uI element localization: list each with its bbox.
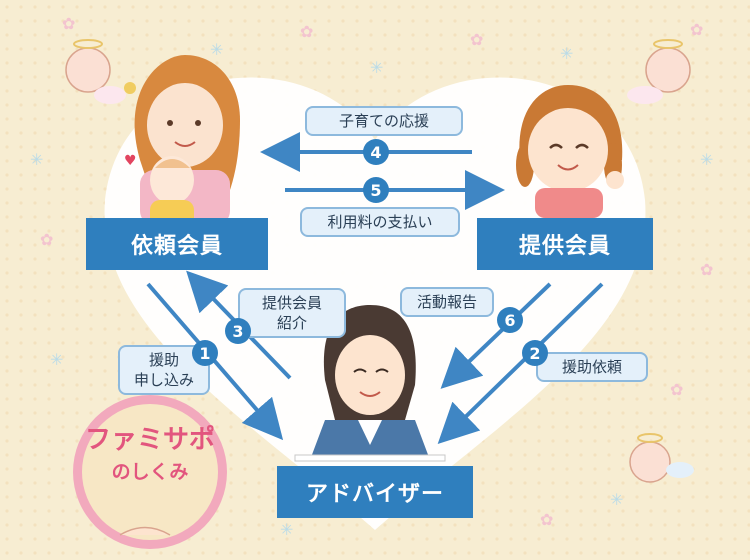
sparkle-icon: ✿ [670,380,684,399]
step-6-badge: 6 [497,307,523,333]
sparkle-icon: ✳ [30,150,44,169]
flow-2-text: 援助依頼 [561,358,622,376]
step-4-badge: 4 [363,139,389,165]
sparkle-icon: ✳ [370,58,384,77]
flow-1-text: 援助 申し込み [133,351,194,389]
provider-label: 提供会員 [518,234,611,259]
angel-illustration [627,39,691,104]
provider-member-box: 提供会員 [477,218,653,270]
flow-6-text: 活動報告 [416,293,477,311]
sparkle-icon: ✿ [700,260,714,279]
sparkle-icon: ✿ [300,22,314,41]
sparkle-icon: ✳ [560,44,574,63]
sparkle-icon: ✿ [690,20,704,39]
provider-illustration [516,85,624,218]
requester-label: 依頼会員 [130,234,223,259]
mother-with-baby-illustration: ♥ [124,55,240,228]
flow-5-text: 利用料の支払い [327,213,433,231]
sparkle-icon: ✿ [540,510,554,529]
step-6-number: 6 [504,310,516,330]
step-2-badge: 2 [522,340,548,366]
step-1-badge: 1 [192,340,218,366]
flow-4-text: 子育ての応援 [338,112,429,130]
requester-member-box: 依頼会員 [86,218,268,270]
advisor-illustration [294,305,446,462]
sparkle-icon: ✳ [610,490,624,509]
flow-6-label: 活動報告 [400,287,494,317]
step-5-number: 5 [370,180,382,200]
sparkle-icon: ✿ [62,14,76,33]
sparkle-icon: ✳ [700,150,714,169]
step-5-badge: 5 [363,177,389,203]
step-1-number: 1 [199,343,211,363]
logo-title: ファミサポ [84,425,215,455]
sparkle-icon: ✿ [40,230,54,249]
advisor-box: アドバイザー [277,466,473,518]
sparkle-icon: ✳ [280,520,294,539]
step-4-number: 4 [370,142,382,162]
flow-2-label: 援助依頼 [536,352,648,382]
sparkle-icon: ✳ [210,40,224,59]
svg-text:♥: ♥ [124,153,137,169]
logo-badge [73,395,227,549]
advisor-label: アドバイザー [305,482,444,507]
logo-subtitle: のしくみ [111,461,189,483]
flow-3-text: 提供会員 紹介 [261,294,322,332]
sparkle-icon: ✳ [50,350,64,369]
angel-illustration [65,39,136,104]
sparkle-icon: ✿ [470,30,484,49]
flow-3-label: 提供会員 紹介 [238,288,346,338]
angel-illustration [629,433,694,483]
step-3-badge: 3 [225,318,251,344]
step-2-number: 2 [529,343,541,363]
flow-4-label: 子育ての応援 [305,106,463,136]
flow-5-label: 利用料の支払い [300,207,460,237]
step-3-number: 3 [232,321,244,341]
